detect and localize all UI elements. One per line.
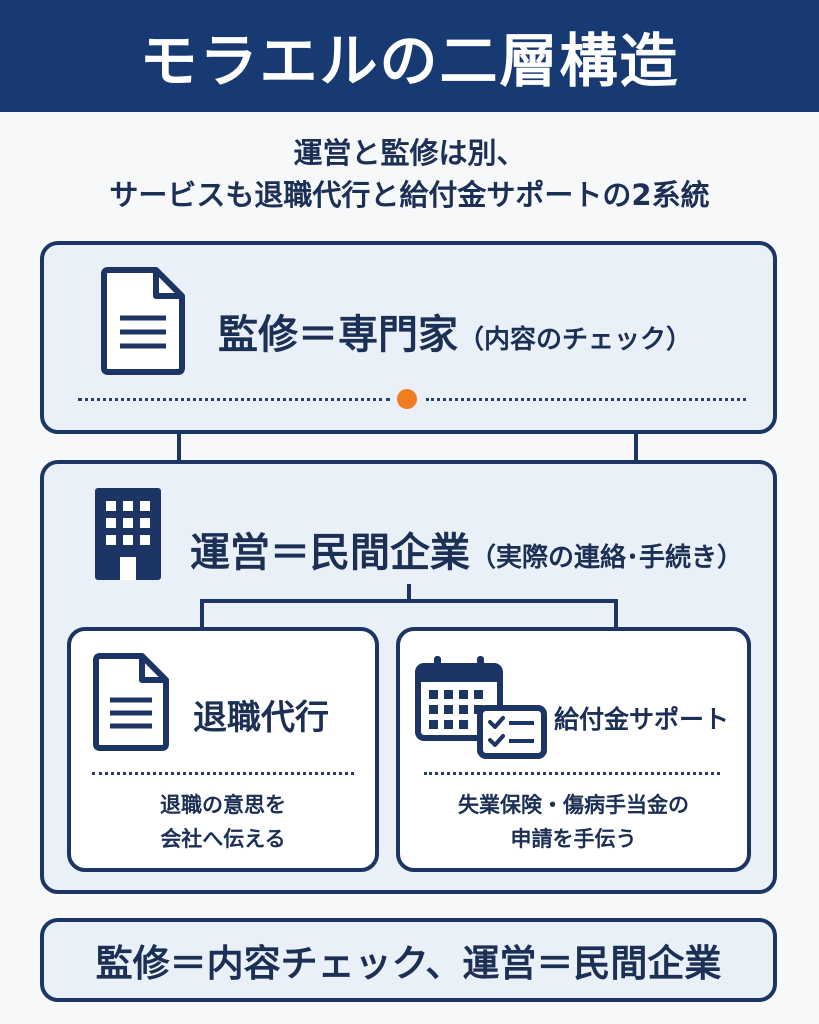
connector-line	[200, 599, 204, 629]
calendar-checklist-icon	[415, 656, 547, 759]
connector-line	[407, 584, 411, 602]
service-description: 退職の意思を 会社へ伝える	[160, 793, 286, 851]
subtitle-line-2: サービスも退職代行と給付金サポートの2系統	[109, 178, 710, 212]
document-icon	[93, 653, 169, 751]
summary-text: 監修＝内容チェック、運営＝民間企業	[95, 942, 722, 985]
building-icon	[95, 488, 161, 580]
supervision-note: （内容のチェック）	[458, 325, 693, 355]
divider	[424, 772, 720, 775]
summary-box	[40, 918, 777, 1002]
document-icon	[101, 267, 185, 375]
supervision-label: 監修＝専門家（内容のチェック）	[218, 312, 693, 358]
subtitle-line-1: 運営と監修は別、	[293, 136, 526, 170]
service-title: 給付金サポート	[554, 705, 730, 734]
operation-label: 運営＝民間企業（実際の連絡･手続き）	[190, 530, 744, 576]
connector-dot	[397, 389, 417, 409]
service-title: 退職代行	[193, 698, 329, 738]
divider	[78, 398, 390, 401]
service-description: 失業保険・傷病手当金の 申請を手伝う	[458, 793, 689, 851]
operation-note: （実際の連絡･手続き）	[470, 543, 744, 573]
connector-line	[614, 599, 618, 629]
page-title: モラエルの二層構造	[139, 27, 680, 95]
header-banner: モラエルの二層構造	[0, 0, 819, 112]
connector-line	[634, 434, 638, 462]
divider	[426, 398, 746, 401]
connector-line	[177, 434, 181, 462]
connector-line	[200, 599, 618, 603]
divider	[92, 772, 354, 775]
